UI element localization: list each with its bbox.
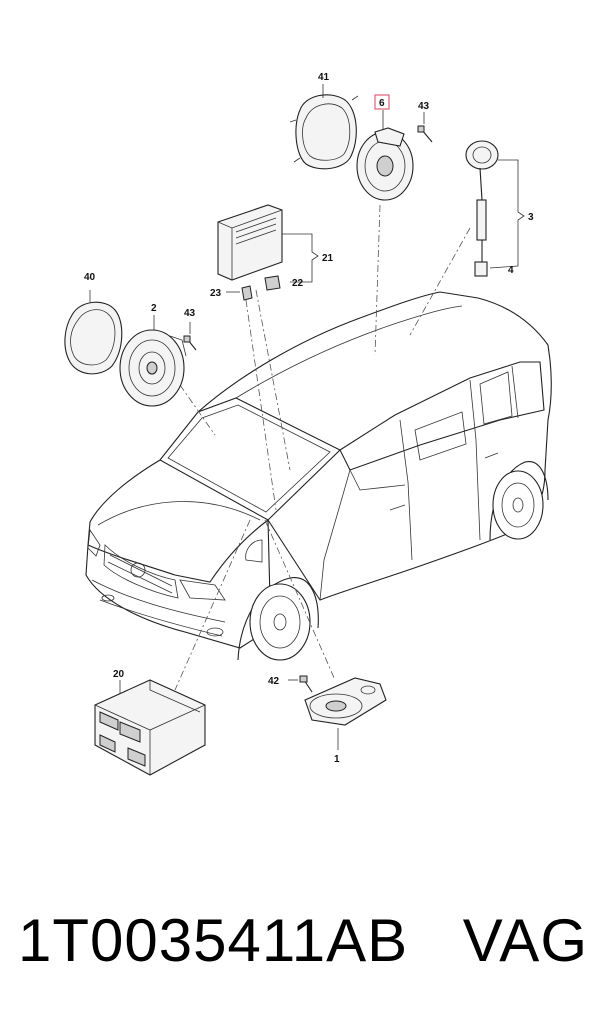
callout-3: 3: [528, 212, 534, 223]
callout-43-top: 43: [418, 101, 430, 112]
part-20-control-unit: [94, 679, 206, 776]
callout-21: 21: [322, 253, 334, 264]
part-6-speaker: [356, 110, 414, 201]
callout-1: 1: [334, 754, 340, 765]
part-22-23-connectors: [226, 275, 281, 301]
callout-labels: 41 6 43 3 4 21 22 23 40 2 43 20 42 1: [84, 72, 534, 765]
callout-23: 23: [210, 288, 222, 299]
callout-2: 2: [151, 303, 157, 314]
part-43-screw-left: [183, 322, 197, 351]
leader-lines: [174, 204, 471, 691]
caption-bar: 1T0035411AB VAG: [18, 895, 588, 985]
part-42-screw: [288, 675, 313, 693]
brand: VAG: [462, 906, 588, 974]
callout-6-highlight-box: [374, 94, 390, 110]
part-3-assembly: [465, 140, 525, 277]
part-number: 1T0035411AB: [18, 906, 409, 974]
car-illustration: [85, 291, 552, 661]
parts-diagram: 41 6 43 3 4 21 22 23 40 2 43 20 42 1: [64, 72, 552, 776]
callout-42: 42: [268, 676, 280, 687]
part-1-speaker: [304, 677, 387, 750]
part-40-speaker-grille: [64, 290, 123, 375]
callout-6: 6: [379, 98, 385, 109]
callout-22: 22: [292, 278, 304, 289]
callout-20: 20: [113, 669, 125, 680]
callout-43-left: 43: [184, 308, 196, 319]
part-41-speaker-grille: [289, 84, 359, 170]
part-21-amplifier: [217, 204, 319, 283]
part-2-woofer: [119, 315, 187, 407]
callout-40: 40: [84, 272, 96, 283]
callout-41: 41: [318, 72, 330, 83]
callout-4: 4: [508, 265, 514, 276]
part-43-screw-top: [417, 112, 433, 143]
